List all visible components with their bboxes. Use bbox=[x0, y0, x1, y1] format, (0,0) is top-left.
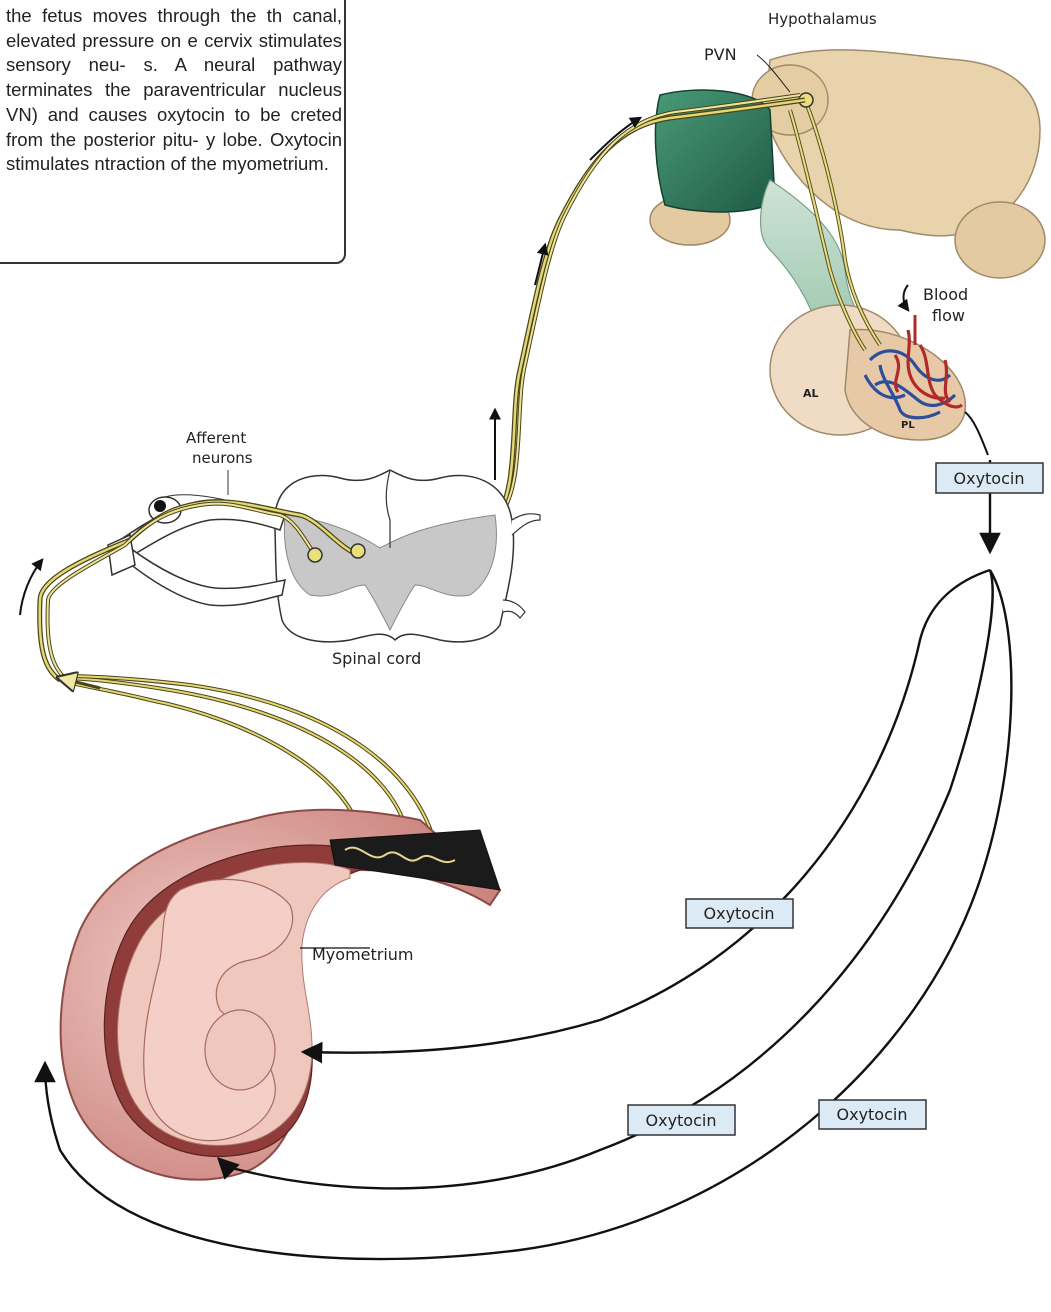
hypothalamus-label: Hypothalamus bbox=[768, 10, 877, 28]
pvn-label: PVN bbox=[704, 45, 737, 64]
oxytocin-label-1: Oxytocin bbox=[936, 463, 1043, 493]
blood-flow-label-2: flow bbox=[932, 306, 965, 325]
oxytocin-label-2: Oxytocin bbox=[686, 899, 793, 928]
oxytocin-text-4: Oxytocin bbox=[837, 1105, 908, 1124]
al-label: AL bbox=[803, 387, 819, 400]
oxytocin-label-4: Oxytocin bbox=[819, 1100, 926, 1129]
oxytocin-text-1: Oxytocin bbox=[954, 469, 1025, 488]
afferent-label-2: neurons bbox=[192, 449, 253, 467]
afferent-label-1: Afferent bbox=[186, 429, 246, 447]
oxytocin-label-3: Oxytocin bbox=[628, 1105, 735, 1135]
oxytocin-text-2: Oxytocin bbox=[704, 904, 775, 923]
pl-label: PL bbox=[901, 420, 915, 431]
blood-flow-label-1: Blood bbox=[923, 285, 968, 304]
spinal-cord-label: Spinal cord bbox=[332, 649, 421, 668]
oxytocin-text-3: Oxytocin bbox=[646, 1111, 717, 1130]
uterus-illustration bbox=[61, 810, 500, 1180]
myometrium-label: Myometrium bbox=[312, 945, 414, 964]
